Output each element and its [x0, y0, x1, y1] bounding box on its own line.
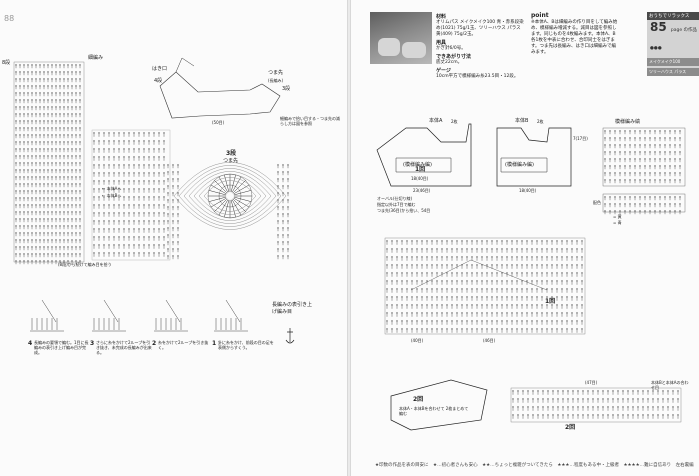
materials-size: 底丈22cm。 — [436, 60, 463, 65]
point-text: ※本体A、Bは細編みの作り目をして編み始め、模様編み増減する。減目は図を参照しま… — [531, 20, 618, 55]
page-number: 88 — [4, 14, 15, 23]
body-a-cm1: 18(40目) — [411, 176, 429, 181]
materials-needle: かぎ針6/0号。 — [436, 46, 466, 51]
sock-label-heel-rows: 4段 — [154, 78, 163, 84]
badge-row-2: ツリーハウス パラス — [647, 68, 699, 76]
lower-left-title: 2回 — [413, 396, 424, 403]
right-diagrams — [376, 123, 686, 431]
body-a-cm2: 23(46目) — [413, 188, 431, 193]
body-a-count: 2枚 — [451, 119, 458, 124]
stitch-pattern-title: 模様編み縞 — [615, 119, 641, 125]
step-caption-1: 針に糸をかけ、前段の目の足を表側からすくう。 — [218, 340, 274, 350]
body-a-note-3: つま先(36目)から拾い、54目 — [377, 208, 431, 213]
main-chart-label-40: (40目) — [411, 338, 424, 343]
materials-needle-heading: 用具 — [436, 40, 447, 46]
stitch-legend-2: = 青 — [613, 220, 622, 225]
sock-label-note: 細編みで拾い目する・つま先の減らし方は図を参照 — [280, 116, 340, 126]
step-caption-3: さらに糸をかけて2ループを引き抜き、未完成の長編みが出来る。 — [96, 340, 152, 355]
body-a-pattern: (模様編み編) — [403, 162, 432, 168]
body-b-pattern: (模様編み編) — [505, 162, 534, 168]
project-badge: おうちでリラックス 85 page の作品 ●●● メイクメイク100 ツリーハ… — [647, 12, 699, 76]
sole-label-rows: 8段 — [2, 60, 11, 66]
materials-gauge: 10cm平方で模様編み糸23.5目・12段。 — [436, 74, 519, 79]
materials-size-heading: できあがり寸法 — [436, 54, 472, 60]
sock-label-toe-rows: 3段 — [282, 86, 291, 92]
sole-label-b: ← 本体Bへ — [102, 193, 122, 198]
stitch-side-label: 配色 — [593, 200, 601, 205]
step-num-1: 1 — [212, 340, 217, 347]
sole-label-rib: 細編み — [88, 55, 104, 61]
sock-label-sole-cm: (50目) — [212, 120, 225, 125]
sole-label-a: ← 本体Aへ — [102, 186, 122, 191]
right-page: 材料 オリムパス メイクメイク100 青・赤系段染め(1021) 75g/1玉、… — [351, 0, 699, 476]
product-photo — [370, 12, 432, 64]
toe-chart-subtitle: つま先 — [223, 158, 239, 164]
sole-label-bottom: (8段)から続けて編み目を拾う — [58, 262, 112, 267]
body-b-title: 本体B — [515, 118, 529, 124]
sole-chart — [13, 57, 295, 344]
point-block: point ※本体A、Bは細編みの作り目をして編み始め、模様編み増減する。減目は… — [531, 12, 619, 56]
badge-header: おうちでリラックス — [647, 12, 699, 20]
step-num-4: 4 — [28, 340, 33, 347]
sock-label-toe-sub: (長編み) — [268, 78, 284, 83]
body-a-title: 本体A — [429, 118, 443, 124]
badge-page-number: 85 page の作品 ●●● — [650, 20, 698, 51]
badge-row-1: メイクメイク100 — [647, 58, 699, 66]
left-page: 88 細編み 8段 ← 本体Aへ ← 本体Bへ (8段)から続けて編み目を拾う … — [0, 0, 347, 476]
main-chart-label: 1回 — [545, 298, 556, 305]
materials-yarn-heading: 材料 — [436, 14, 447, 20]
body-b-cm2: 18(40目) — [519, 188, 537, 193]
materials-yarn: オリムパス メイクメイク100 青・赤系段染め(1021) 75g/1玉、ツリー… — [436, 20, 524, 37]
symbol-title: 長編みの表引き上げ編み目 — [272, 302, 313, 315]
body-a-cm3: 1回 — [415, 166, 426, 173]
body-b-count: 2枚 — [537, 119, 544, 124]
point-title: point — [531, 12, 549, 19]
materials-block: 材料 オリムパス メイクメイク100 青・赤系段染め(1021) 75g/1玉、… — [436, 12, 524, 80]
materials-gauge-heading: ゲージ — [436, 68, 451, 74]
main-chart-label-46: (46目) — [483, 338, 496, 343]
body-a-note-1: オーバル(仕切り線) — [377, 196, 413, 201]
page-footer: ★印数の作品を表の目安に ★…初心者さんも安心 ★★…ちょっと複雑がついてきたら… — [375, 463, 694, 468]
lower-left-note: 本体A・本体Bを合わせて 2枚まとめて編む — [399, 406, 469, 416]
sock-label-toe: つま先 — [268, 70, 284, 76]
page-gutter — [347, 0, 351, 476]
step-num-2: 2 — [152, 340, 157, 347]
stitch-legend-1: = 黄 — [613, 214, 622, 219]
step-num-3: 3 — [90, 340, 95, 347]
step-caption-4: 長編みの要領で編む。1目に長編みの表引き上げ編み目が完成。 — [34, 340, 89, 355]
toe-chart-title: 3段 — [226, 150, 237, 157]
step-caption-2: 糸をかけて2ループを引き抜く。 — [158, 340, 209, 350]
lower-right-title: 2回 — [565, 424, 576, 431]
lower-right-sub: (47目) — [585, 380, 598, 385]
lower-right-note: 本体Bと本体Aの合わせ目 — [651, 380, 689, 390]
body-b-cm1: 7(17目) — [573, 136, 588, 141]
body-a-note-2: 指定以外は7目で編む — [377, 202, 416, 207]
sock-label-heel: はき口 — [152, 66, 168, 72]
